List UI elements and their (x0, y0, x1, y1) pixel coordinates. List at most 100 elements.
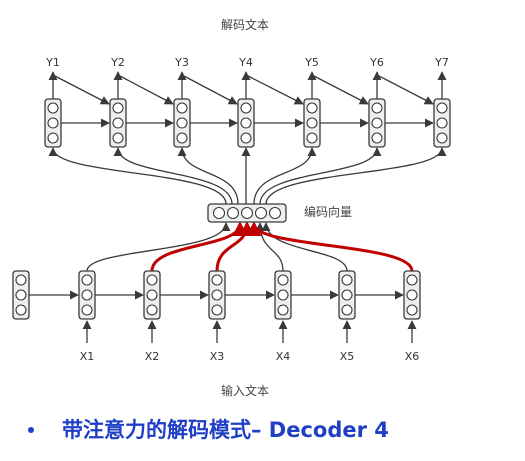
input-label: X1 (80, 350, 95, 363)
edges (29, 71, 447, 343)
decoder-node (237, 98, 255, 148)
attention-edges (150, 221, 414, 272)
attention-arrow (150, 221, 248, 272)
decoder-node (368, 98, 386, 148)
decoder-node (173, 98, 191, 148)
node-cell (47, 102, 59, 114)
node-cell (277, 304, 289, 316)
decoder-feedback-arrow (183, 75, 238, 105)
node-cell (81, 304, 93, 316)
node-cell (240, 117, 252, 129)
input-label: X6 (405, 350, 420, 363)
nodes (12, 98, 451, 320)
node-cell (306, 132, 318, 144)
context-cell (212, 206, 226, 220)
decoder-node (109, 98, 127, 148)
context-to-decoder-arrow (259, 147, 382, 205)
output-label: Y5 (304, 56, 319, 69)
node-cell (436, 102, 448, 114)
node-cell (146, 274, 158, 286)
input-label: X2 (145, 350, 160, 363)
node-cell (112, 132, 124, 144)
input-label: X3 (210, 350, 225, 363)
output-label: Y4 (238, 56, 253, 69)
slide-caption: 带注意力的解码模式– Decoder 4 (28, 413, 389, 445)
context-to-decoder-arrow (113, 147, 233, 205)
node-cell (436, 117, 448, 129)
node-cell (146, 289, 158, 301)
encoder-node (143, 270, 161, 320)
node-cell (15, 289, 27, 301)
context-cell (226, 206, 240, 220)
encoder-to-context-arrow (261, 222, 348, 272)
encoder-node (403, 270, 421, 320)
node-cell (81, 289, 93, 301)
node-cell (211, 274, 223, 286)
node-cell (240, 102, 252, 114)
output-label: Y2 (110, 56, 125, 69)
node-cell (277, 274, 289, 286)
node-cell (15, 304, 27, 316)
node-cell (406, 289, 418, 301)
node-cell (176, 102, 188, 114)
context-to-decoder-arrow (177, 147, 239, 205)
node-cell (371, 132, 383, 144)
output-labels: Y1 Y2 Y3 Y4 Y5 Y6 Y7 (45, 56, 449, 69)
node-cell (371, 117, 383, 129)
caption-text: 带注意力的解码模式– Decoder 4 (62, 418, 389, 442)
context-vector-label: 编码向量 (304, 204, 352, 219)
bottom-title: 输入文本 (221, 383, 269, 398)
encoder-node (78, 270, 96, 320)
node-cell (211, 289, 223, 301)
encoder-to-context-arrow (255, 222, 284, 272)
input-labels: X1 X2 X3 X4 X5 X6 (80, 350, 420, 363)
node-cell (47, 117, 59, 129)
node-cell (211, 304, 223, 316)
output-label: Y7 (434, 56, 449, 69)
node-cell (176, 117, 188, 129)
context-cell (268, 206, 282, 220)
node-cell (436, 132, 448, 144)
node-cell (306, 102, 318, 114)
node-cell (341, 274, 353, 286)
node-cell (306, 117, 318, 129)
node-cell (176, 132, 188, 144)
encoder-initial-node (12, 270, 30, 320)
input-label: X5 (340, 350, 355, 363)
decoder-feedback-arrow (54, 75, 110, 105)
output-label: Y6 (369, 56, 384, 69)
context-cell (240, 206, 254, 220)
decoder-node (433, 98, 451, 148)
encoder-node (274, 270, 292, 320)
node-cell (112, 102, 124, 114)
node-cell (341, 289, 353, 301)
node-cell (371, 102, 383, 114)
input-label: X4 (276, 350, 291, 363)
attention-arrow (215, 221, 255, 272)
bullet-marker (28, 427, 34, 433)
decoder-feedback-arrow (247, 75, 304, 105)
encoder-to-context-arrow (86, 222, 231, 272)
attention-arrow (246, 221, 414, 272)
context-cell (254, 206, 268, 220)
context-vector-node (207, 203, 287, 223)
node-cell (146, 304, 158, 316)
decoder-feedback-arrow (378, 75, 434, 105)
context-to-decoder-arrow (265, 147, 447, 205)
node-cell (406, 304, 418, 316)
encoder-node (208, 270, 226, 320)
node-cell (81, 274, 93, 286)
decoder-feedback-arrow (313, 75, 369, 105)
context-to-decoder-arrow (48, 147, 227, 205)
encoder-decoder-diagram: 解码文本 输入文本 编码向量 Y1 Y2 Y3 Y4 Y5 Y6 Y7 X1 X2 X3 X4 X5… (12, 17, 451, 398)
top-title: 解码文本 (221, 17, 269, 32)
context-to-decoder-arrow (253, 147, 317, 205)
decoder-node (303, 98, 321, 148)
output-label: Y3 (174, 56, 189, 69)
node-cell (112, 117, 124, 129)
node-cell (240, 132, 252, 144)
decoder-feedback-arrow (119, 75, 174, 105)
output-label: Y1 (45, 56, 60, 69)
node-cell (277, 289, 289, 301)
node-cell (47, 132, 59, 144)
